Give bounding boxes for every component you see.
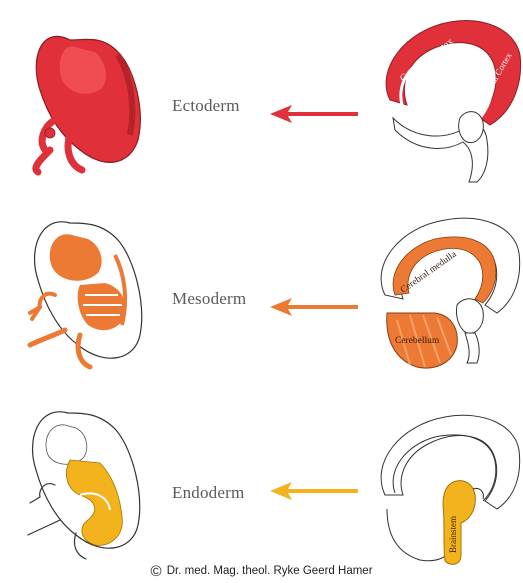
ectoderm-row: Ectoderm Cerebral Cortex Cerebral Cortex: [0, 0, 523, 190]
endoderm-label: Endoderm: [172, 483, 244, 503]
cerebellum-label: Cerebellum: [395, 336, 440, 346]
copyright-notice: © Dr. med. Mag. theol. Ryke Geerd Hamer: [0, 563, 523, 580]
mesoderm-brain-drawing: Cerebral medulla Cerebellum: [365, 195, 523, 385]
endoderm-arrow-icon: [270, 481, 360, 501]
mesoderm-label: Mesoderm: [172, 289, 246, 309]
endoderm-embryo-drawing: [10, 385, 150, 575]
ectoderm-embryo-drawing: [10, 0, 150, 190]
mesoderm-arrow-icon: [270, 297, 360, 317]
copyright-icon: ©: [150, 563, 161, 580]
ectoderm-arrow-icon: [270, 104, 360, 124]
ectoderm-label: Ectoderm: [172, 96, 240, 116]
mesoderm-row: Mesoderm Cerebral medulla Cerebellum: [0, 195, 523, 385]
copyright-text: Dr. med. Mag. theol. Ryke Geerd Hamer: [167, 565, 373, 577]
endoderm-brain-drawing: Brainstem: [365, 385, 523, 575]
endoderm-row: Endoderm Brainstem: [0, 385, 523, 575]
brainstem-label: Brainstem: [448, 516, 458, 553]
ectoderm-brain-drawing: Cerebral Cortex Cerebral Cortex: [365, 0, 523, 190]
mesoderm-embryo-drawing: [10, 195, 150, 385]
